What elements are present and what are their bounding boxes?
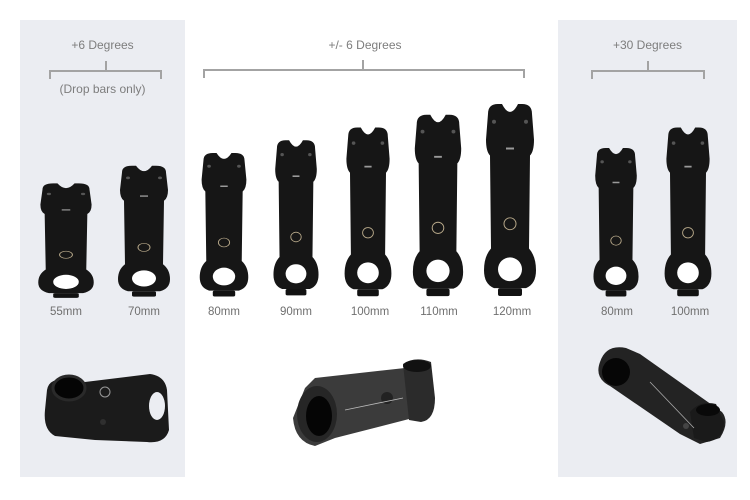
size-label: 100mm [350,306,390,318]
group-title-plusminus6: +/- 6 Degrees [328,38,402,52]
size-label: 100mm [670,306,710,318]
group-title-plus6: +6 Degrees [71,38,134,52]
size-label: 70mm [128,306,160,318]
stem-80mm [199,152,249,297]
bracket-stem [647,61,649,70]
stem-90mm [273,139,319,296]
stem-photo-plus30 [598,347,726,444]
stem-80mm-plus30 [593,147,639,297]
size-label: 120mm [492,306,532,318]
bracket-stem [105,61,107,70]
size-label: 55mm [50,306,82,318]
group-title-plus30: +30 Degrees [612,38,683,52]
stem-photo-plus6 [44,374,169,443]
stem-100mm-plus30 [664,127,712,297]
bracket-plus6 [49,70,162,79]
size-label: 110mm [420,306,458,318]
group-subtitle-plus6: (Drop bars only) [59,82,146,96]
size-label: 80mm [601,306,633,318]
stem-photo-plusminus6 [293,359,435,446]
stem-120mm [483,103,537,297]
size-label: 90mm [280,306,312,318]
stem-70mm [117,165,171,298]
stem-55mm [37,182,95,299]
stem-110mm [412,114,464,297]
stem-100mm [344,127,392,297]
bracket-stem [362,60,364,69]
size-label: 80mm [208,306,240,318]
bracket-plus30 [591,70,705,79]
bracket-plusminus6 [203,69,525,78]
